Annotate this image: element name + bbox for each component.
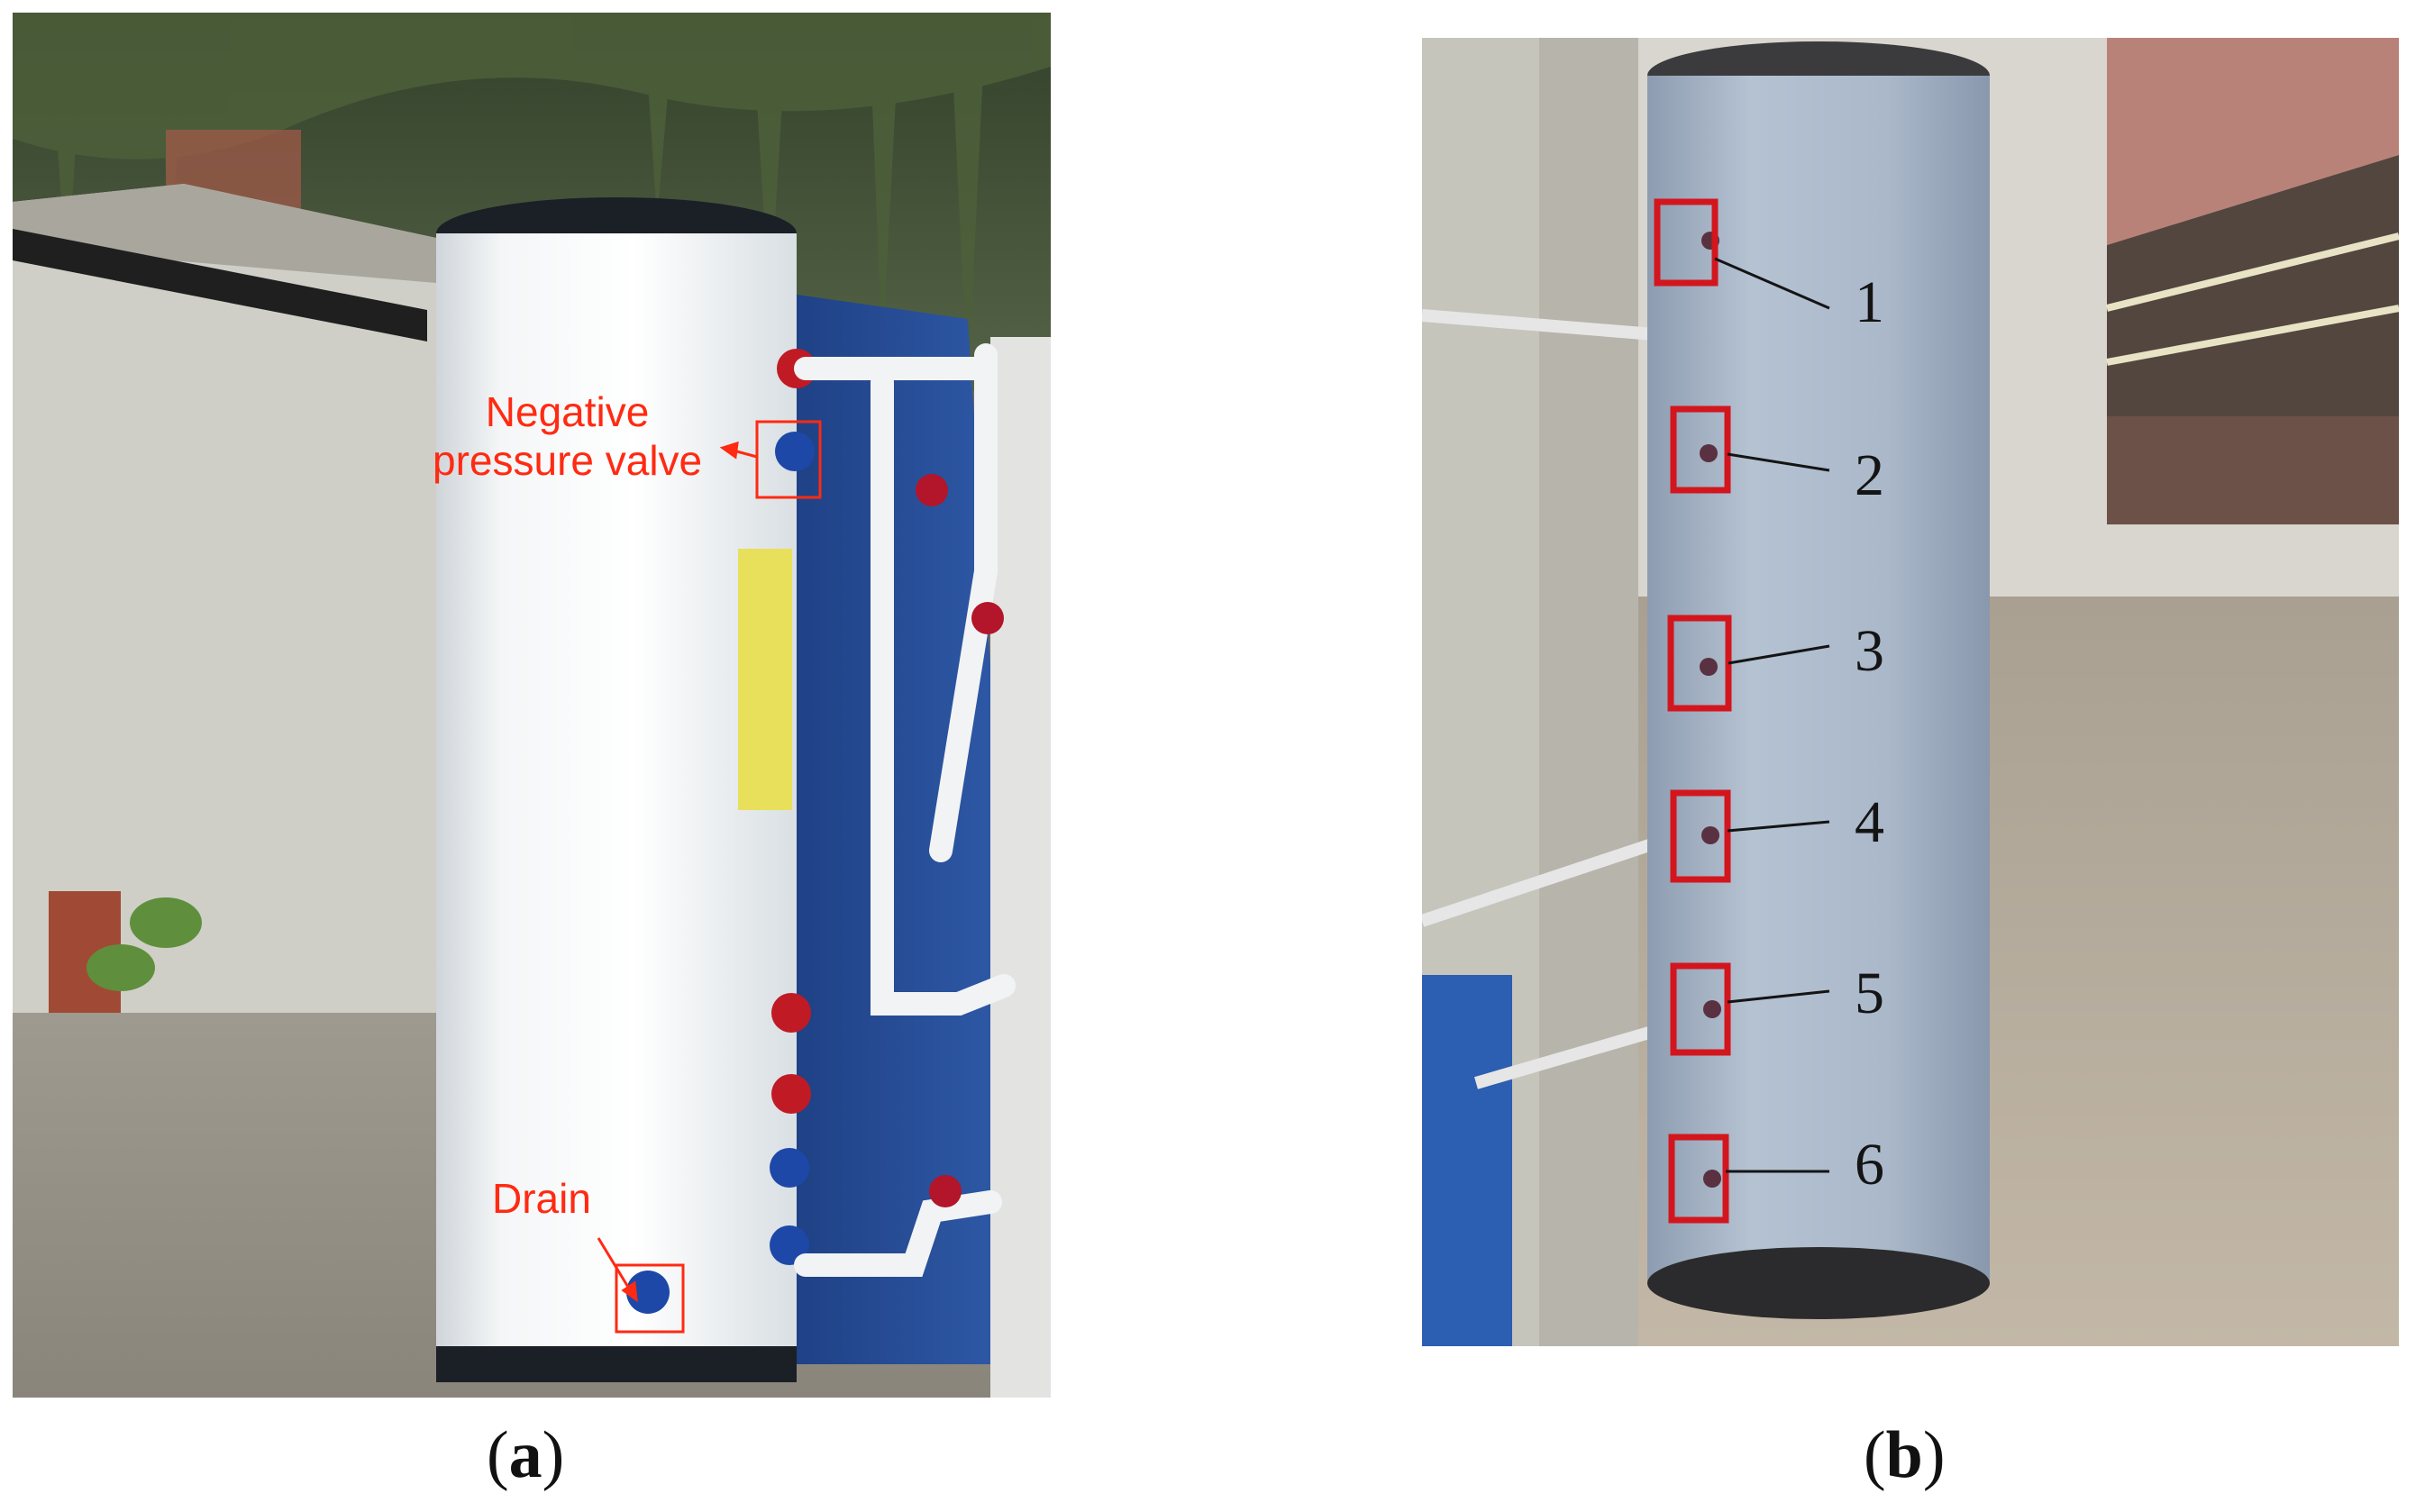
negative-pressure-valve-callout: Negative pressure valve	[433, 387, 702, 485]
photo-b	[1422, 38, 2399, 1346]
drain-callout: Drain	[492, 1175, 591, 1222]
sensor-box-4	[1670, 789, 1731, 883]
sensor-boxes	[1654, 198, 1732, 1224]
caption-a-close: )	[542, 1418, 565, 1492]
photo-a	[13, 13, 1051, 1398]
blue-tarp	[779, 292, 1013, 1364]
sensor-number-5: 5	[1855, 961, 1884, 1026]
caption-b-close: )	[1922, 1418, 1946, 1492]
sensor-box-6	[1668, 1134, 1729, 1224]
blue-object	[1422, 975, 1512, 1346]
caption-a: (a)	[487, 1419, 564, 1491]
caption-b-open: (	[1864, 1418, 1886, 1492]
tank-b	[1647, 76, 1990, 1283]
leader-lines	[1714, 257, 1830, 1173]
pvc-piping	[794, 343, 1016, 1277]
sensor-box-1	[1654, 198, 1719, 287]
black-pipe	[13, 229, 427, 342]
tank-a	[436, 233, 797, 1378]
caption-b: (b)	[1864, 1419, 1945, 1491]
caption-b-letter: b	[1885, 1418, 1923, 1492]
pvc-valves	[916, 474, 1004, 1207]
sensor-number-3: 3	[1855, 618, 1884, 684]
drain-box	[615, 1263, 685, 1334]
caption-a-open: (	[487, 1418, 509, 1492]
caption-a-letter: a	[508, 1418, 542, 1492]
sensor-number-2: 2	[1855, 442, 1884, 508]
photo-b-scene	[1422, 38, 2399, 1346]
sensor-number-1: 1	[1855, 269, 1884, 335]
sensor-number-6: 6	[1855, 1132, 1884, 1198]
sensor-box-5	[1670, 962, 1731, 1056]
sensor-number-4: 4	[1855, 789, 1884, 855]
callout-line-1: Negative	[485, 388, 650, 435]
callout-line-2: pressure valve	[433, 437, 703, 484]
callout-arrows	[597, 441, 758, 1303]
roof-structure	[2107, 38, 2399, 245]
negative-pressure-valve-box	[755, 420, 822, 499]
willow-leaves	[13, 13, 1051, 391]
roof-beams	[2106, 232, 2399, 366]
sensor-box-2	[1670, 405, 1731, 494]
photo-a-scene	[13, 13, 1051, 1398]
warning-label	[738, 549, 792, 810]
